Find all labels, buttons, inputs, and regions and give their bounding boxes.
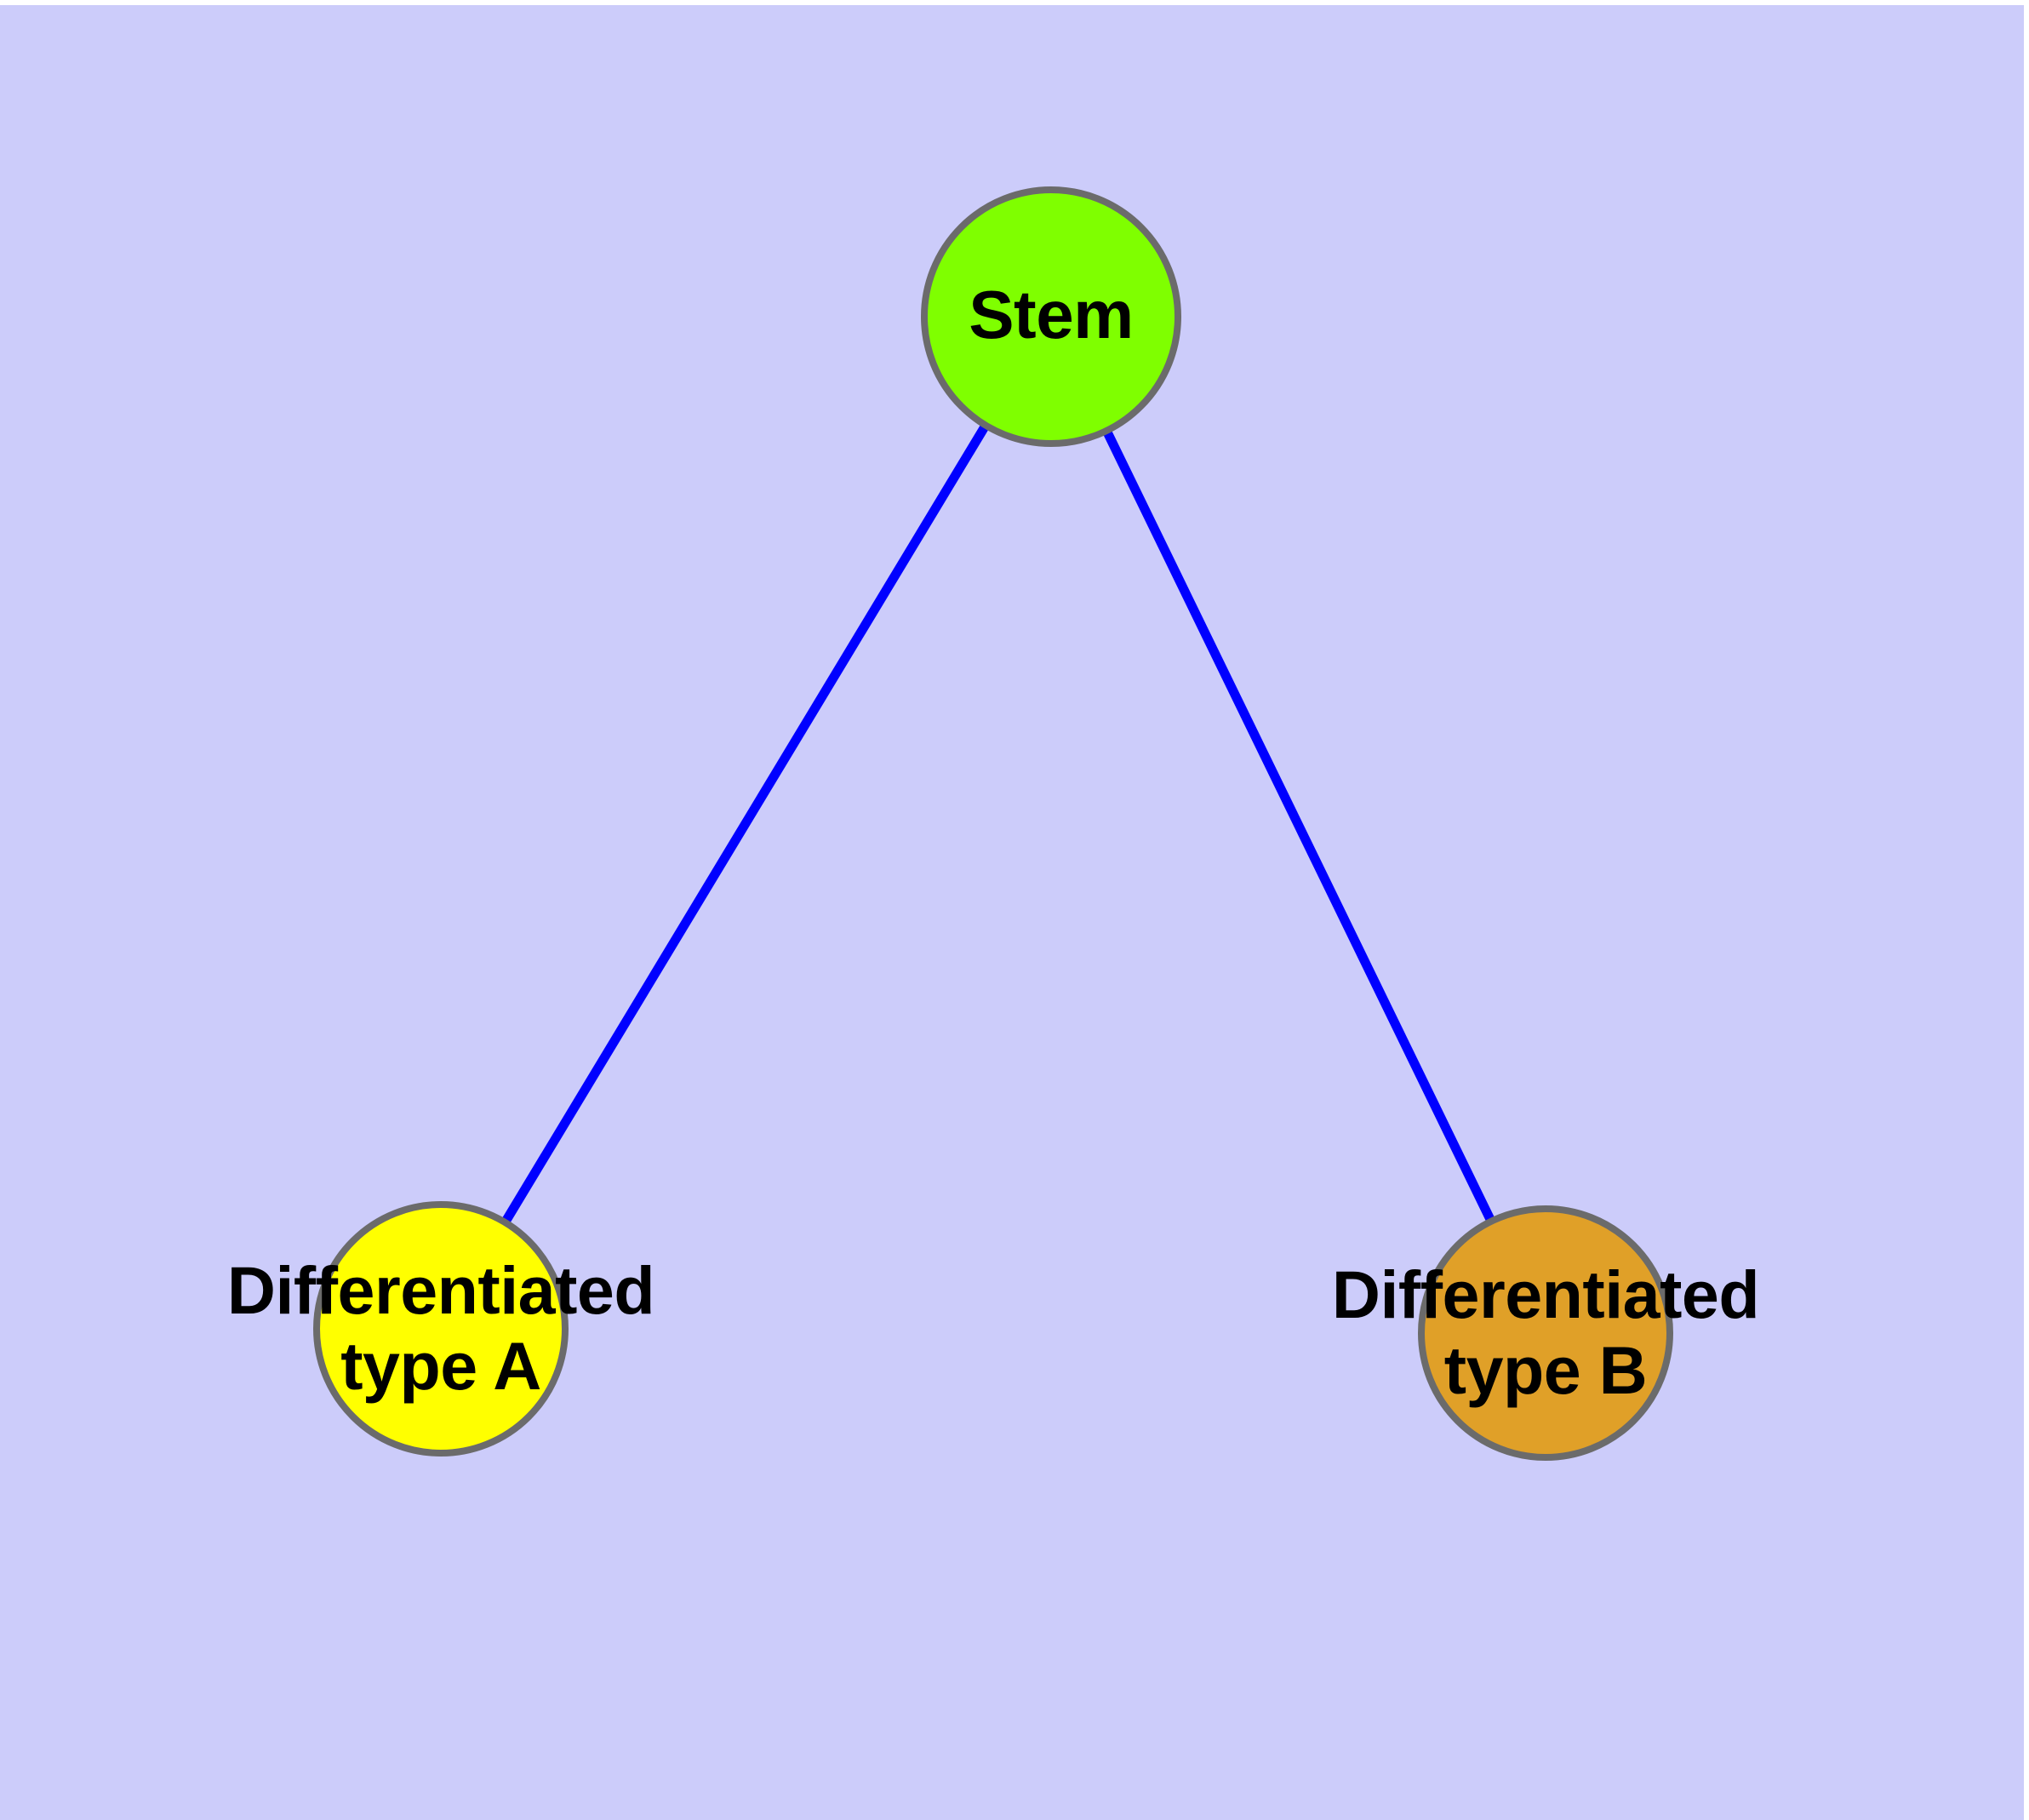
node-layer [313, 186, 1673, 1461]
edge-stem-to-differentiated-type-a[interactable] [437, 314, 1055, 1331]
node-differentiated-type-b[interactable] [1418, 1205, 1673, 1461]
edge-stem-to-differentiated-type-b[interactable] [1047, 314, 1550, 1336]
node-differentiated-type-a[interactable] [313, 1201, 569, 1457]
node-stem[interactable] [921, 186, 1181, 447]
edge-layer [437, 314, 1550, 1336]
